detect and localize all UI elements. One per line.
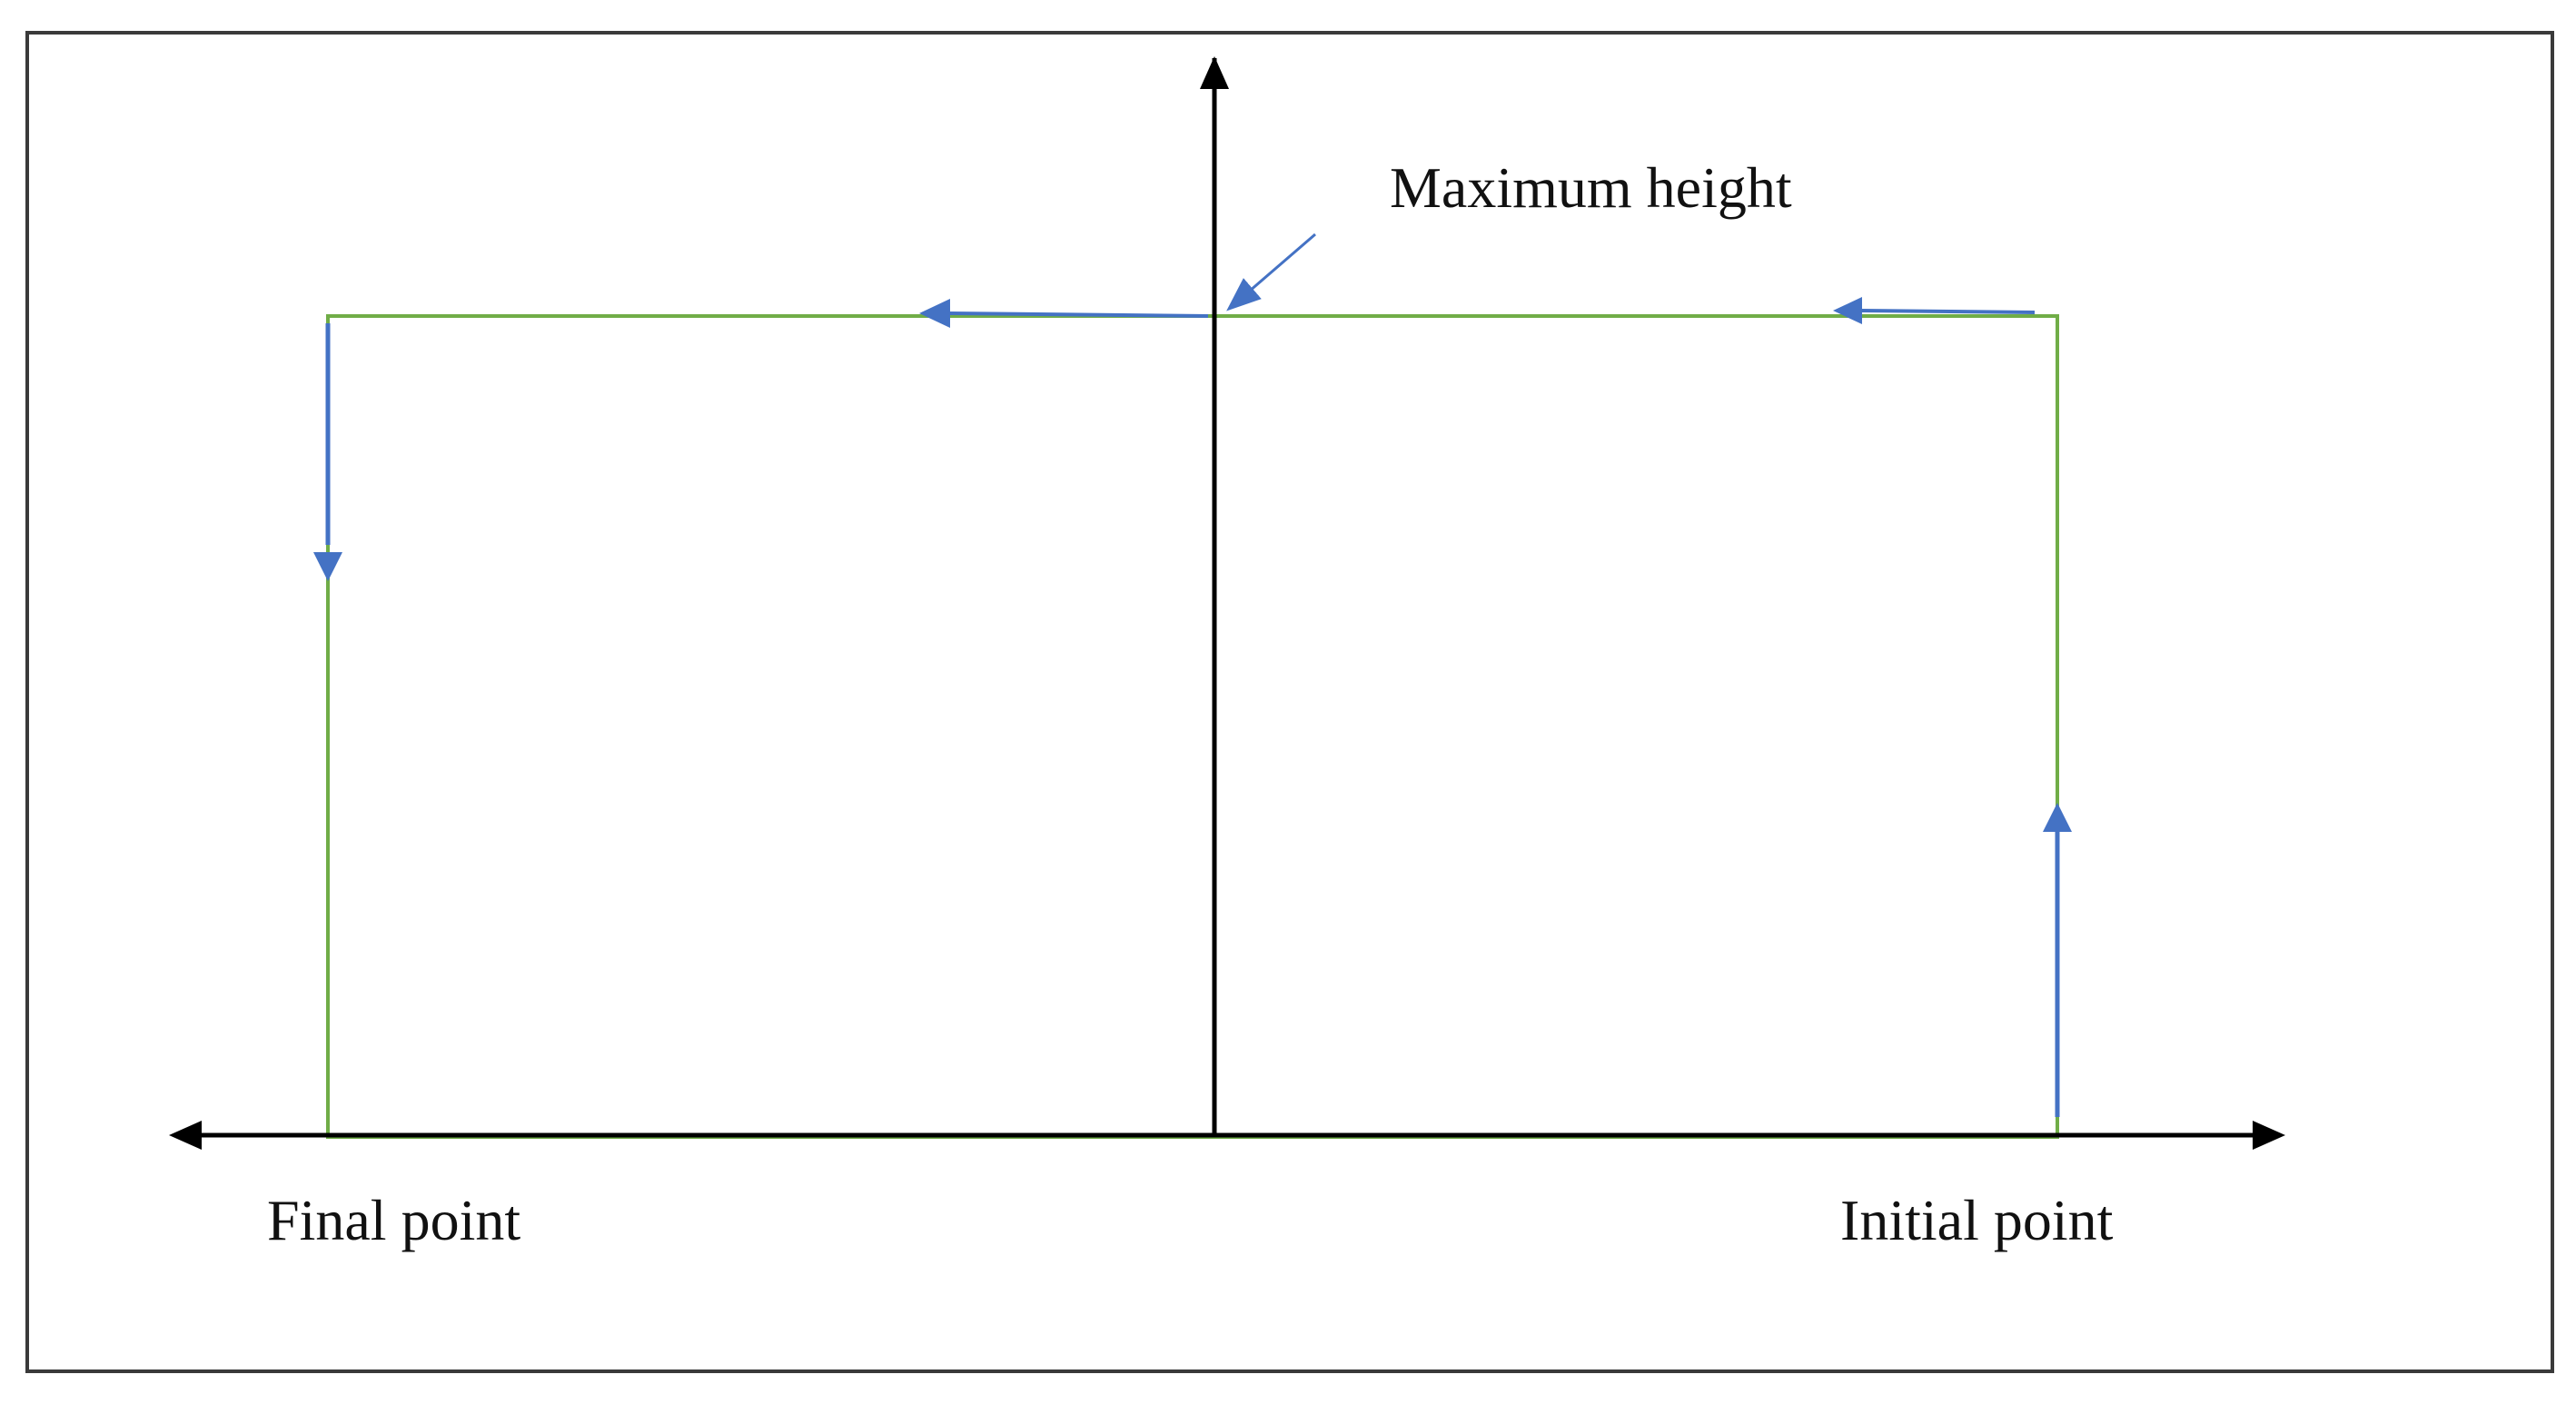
diagram-frame — [25, 31, 2554, 1373]
initial-point-label: Initial point — [1840, 1188, 2114, 1252]
horizontal-axis-left-arrowhead — [169, 1121, 202, 1150]
direction-down-arrow-icon — [313, 552, 342, 581]
vertical-axis-arrowhead — [1200, 56, 1229, 89]
maximum-height-pointer — [1226, 232, 1316, 311]
maximum-height-label: Maximum height — [1390, 155, 1792, 220]
direction-left-top-right-arrow-icon — [1833, 297, 1862, 324]
direction-up-arrow-icon — [2043, 803, 2072, 832]
direction-left-top-right-line — [1861, 309, 2036, 314]
trajectory-path — [326, 314, 2059, 1139]
direction-left-top-center-arrow-icon — [919, 299, 950, 328]
horizontal-axis-right-arrowhead — [2253, 1121, 2285, 1150]
direction-left-top-center-line — [948, 311, 1209, 318]
final-point-label: Final point — [267, 1188, 520, 1252]
